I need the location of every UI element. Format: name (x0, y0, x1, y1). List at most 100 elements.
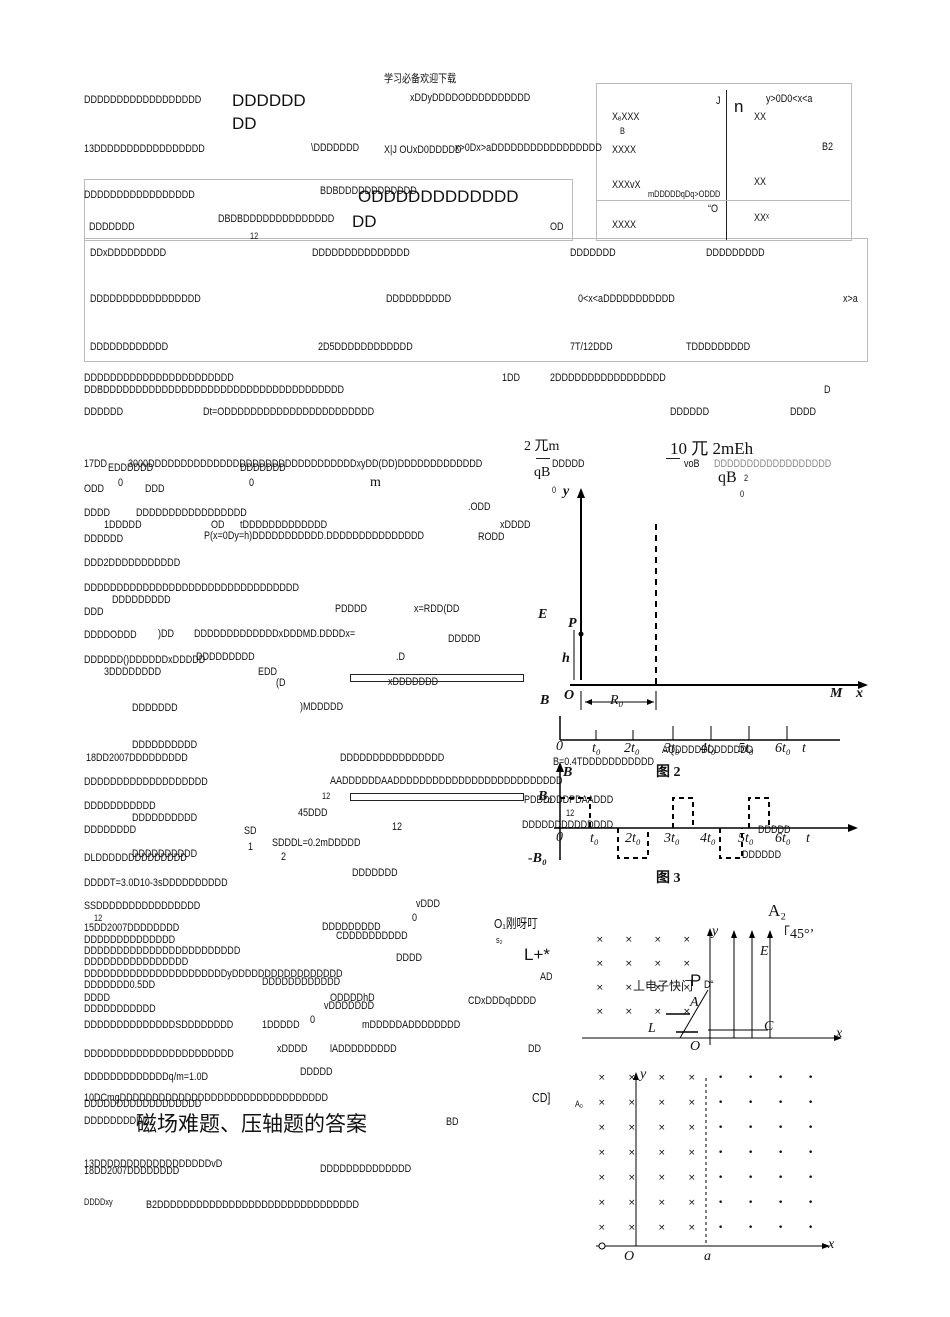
field-mark: × (628, 1098, 636, 1108)
line: DDDDDDDDDDDDDDD (312, 247, 410, 259)
line: DDBDDDDDDDDDDDDDDDDDDDDDDDDDDDDDDDDDDDDD (84, 384, 345, 396)
origin-label: O (564, 688, 575, 703)
line: 0 (412, 912, 418, 924)
line: )DD (158, 628, 175, 640)
line: DDD (145, 483, 165, 495)
line: DDDDDDDD (84, 824, 137, 836)
line: DDDDDDDDDDDDDDDDDDDDDDDD (84, 945, 241, 957)
line: DDDDDDD0.5DD (84, 979, 156, 991)
field-mark: × (598, 1073, 606, 1083)
tick-label: 3t₀ (664, 741, 680, 756)
field-label: E (760, 944, 769, 959)
field-label: E (538, 607, 548, 622)
field-mark: • (808, 1198, 814, 1208)
tick-label: t (802, 741, 806, 756)
formula: 10 兀 2mEh (670, 439, 754, 458)
field-mark: × (598, 1198, 606, 1208)
grid-cell: XXXX (612, 219, 637, 231)
field-mark: • (778, 1073, 784, 1083)
tick-label: 0 (556, 739, 563, 754)
line: DDDDODDD (84, 629, 137, 641)
tick-label: 6t₀ (775, 831, 791, 846)
field-mark: × (688, 1173, 696, 1183)
field-mark: • (748, 1223, 754, 1233)
line: xDDyDDDDODDDDDDDDDD (410, 92, 531, 104)
tick-label: 0 (556, 830, 563, 845)
line: DDDDDDDDDDD (84, 1003, 156, 1015)
line: P(x=0Dy=h)DDDDDDDDDDD.DDDDDDDDDDDDDDD (204, 530, 425, 542)
field-mark: × (683, 983, 691, 993)
field-mark: × (598, 1123, 606, 1133)
line: ODD (84, 483, 105, 495)
field-label: B (540, 693, 550, 708)
line: DDDDDDDDDDDDDDDD (84, 956, 189, 968)
line: DDDDDDD (240, 462, 286, 474)
line: 12 (322, 791, 331, 801)
line: RODD (478, 531, 505, 543)
field-mark: • (718, 1198, 724, 1208)
field-marks-bottom: ××××••••××××••••××××••••××××••••××××••••… (598, 1074, 838, 1242)
point-label: L (648, 1021, 656, 1036)
line: X|J OUxD0DDDDD (384, 144, 462, 156)
field-mark: • (718, 1173, 724, 1183)
line: 0 (310, 1014, 316, 1026)
tick-label: t (806, 831, 810, 846)
line: xDDDDDDD (388, 676, 439, 688)
line: DDDDDDDDDDDDDDDDDD (84, 94, 202, 106)
line: BD (446, 1116, 459, 1128)
line: OD (211, 519, 225, 531)
field-mark: × (628, 1148, 636, 1158)
fraction-bar (536, 458, 550, 459)
line: CD] (532, 1090, 551, 1105)
line: 12 (94, 913, 103, 923)
field-mark: • (808, 1173, 814, 1183)
field-mark: × (628, 1073, 636, 1083)
line: AD (540, 971, 553, 983)
point-label: A (690, 995, 699, 1010)
line: lADDDDDDDDD (330, 1043, 397, 1055)
line: DDDDDD (232, 91, 306, 110)
point-label: A₂ (768, 901, 787, 920)
field-diagram (554, 488, 868, 860)
line: DDDDD (758, 824, 791, 836)
field-mark: × (625, 983, 633, 993)
line: 0<x<aDDDDDDDDDDD (578, 293, 675, 305)
line: DDDDDDDDDD (386, 293, 452, 305)
tick-label: 2t₀ (625, 831, 641, 846)
line: DDDDDDD (570, 247, 616, 259)
line: DLDDDDDDDDDDDDDD (84, 852, 187, 864)
field-mark: • (808, 1223, 814, 1233)
line: AQDDDDDDDDDDDD (662, 744, 754, 756)
page-title: 磁场难题、压轴题的答案 (136, 1112, 367, 1136)
line: DDDDDDD (89, 221, 135, 233)
tick-label: t₀ (590, 831, 599, 846)
line: mDDDDDADDDDDDDD (362, 1019, 461, 1031)
field-mark: × (654, 983, 662, 993)
field-mark: × (688, 1223, 696, 1233)
line: DD (528, 1043, 542, 1055)
field-mark: • (778, 1123, 784, 1133)
line: 1 (248, 841, 254, 853)
line: .D (396, 651, 406, 663)
grid-label: mDDDDDqDq>ODDD (648, 189, 721, 199)
text-box-wide (84, 238, 868, 362)
line: CDDDDDDDDDD (336, 930, 408, 942)
gate-label: 丄电子快门 (633, 979, 694, 993)
line: DDD2DDDDDDDDDDD (84, 557, 181, 569)
field-mark: × (598, 1098, 606, 1108)
formula: 2 兀m (524, 439, 560, 454)
line: EDD (258, 666, 278, 678)
line: DDDDDDDDDDDDDDDD (340, 752, 445, 764)
field-mark: • (748, 1098, 754, 1108)
line: 12 (566, 808, 575, 818)
tick-label: 5t₀ (738, 741, 754, 756)
field-mark: • (748, 1073, 754, 1083)
formula: s₂ (496, 935, 503, 945)
line: 18DD2007DDDDDDDDD (86, 752, 188, 764)
formula: qB (718, 469, 737, 486)
bottom-field-diagram (596, 1072, 830, 1250)
grid-cell: XₑXXX (612, 111, 640, 123)
line: PDDDD (335, 603, 368, 615)
field-mark: × (628, 1173, 636, 1183)
line: ODDDDDDDDDDDD (358, 187, 519, 206)
